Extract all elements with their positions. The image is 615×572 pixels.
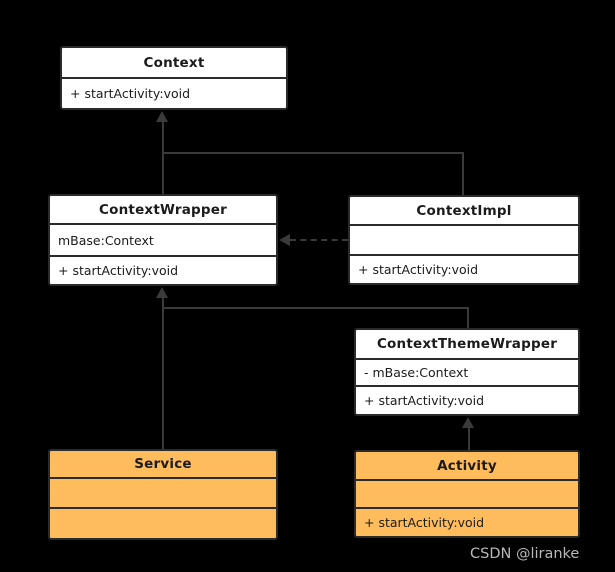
class-box-contextwrapper[interactable]: ContextWrapper mBase:Context + startActi… — [48, 194, 278, 286]
dependency-line-contextimpl-to-contextwrapper — [290, 239, 348, 241]
class-title-activity: Activity — [356, 452, 578, 481]
generalization-arrowhead-to-context — [156, 111, 168, 122]
class-method-activity-startactivity: + startActivity:void — [364, 515, 485, 530]
class-box-activity[interactable]: Activity + startActivity:void — [354, 450, 580, 538]
class-box-contextimpl[interactable]: ContextImpl + startActivity:void — [348, 195, 580, 285]
class-title-contextwrapper: ContextWrapper — [50, 196, 276, 225]
connector-contextwrapper-bus — [162, 307, 469, 309]
class-title-context: Context — [62, 48, 286, 79]
class-box-service[interactable]: Service — [48, 449, 278, 540]
class-attribute-contextwrapper-mbase: mBase:Context — [50, 225, 276, 257]
class-box-contextthemewrapper[interactable]: ContextThemeWrapper - mBase:Context + st… — [354, 328, 580, 416]
class-method-service-empty — [50, 509, 276, 538]
class-attribute-contextthemewrapper-mbase: - mBase:Context — [356, 360, 578, 387]
dependency-arrowhead-to-contextwrapper — [279, 234, 290, 246]
class-method-context-startactivity: + startActivity:void — [70, 86, 191, 101]
watermark-text: CSDN @liranke — [470, 546, 580, 562]
class-title-contextimpl: ContextImpl — [350, 197, 578, 226]
class-method-contextwrapper-startactivity: + startActivity:void — [58, 263, 179, 278]
class-title-contextthemewrapper: ContextThemeWrapper — [356, 330, 578, 360]
class-box-context[interactable]: Context + startActivity:void — [60, 46, 288, 110]
connector-context-bus — [162, 152, 463, 154]
connector-bus-to-contextimpl — [462, 152, 464, 196]
generalization-arrowhead-to-contextwrapper — [156, 287, 168, 298]
class-method-contextthemewrapper-startactivity: + startActivity:void — [364, 393, 485, 408]
connector-contextwrapper-stem — [162, 297, 164, 309]
class-method-contextimpl-startactivity: + startActivity:void — [358, 262, 479, 277]
class-attribute-contextimpl-empty — [350, 226, 578, 256]
connector-bus-to-service — [162, 307, 164, 449]
class-attribute-activity-empty — [356, 481, 578, 509]
class-attribute-service-empty — [50, 479, 276, 509]
class-title-service: Service — [50, 451, 276, 479]
generalization-arrowhead-to-contextthemewrapper — [462, 417, 474, 428]
connector-bus-to-contextthemewrapper — [467, 307, 469, 329]
connector-context-stem — [162, 121, 164, 153]
connector-bus-to-contextwrapper — [162, 152, 164, 195]
connector-activity-to-contextthemewrapper — [468, 427, 470, 451]
